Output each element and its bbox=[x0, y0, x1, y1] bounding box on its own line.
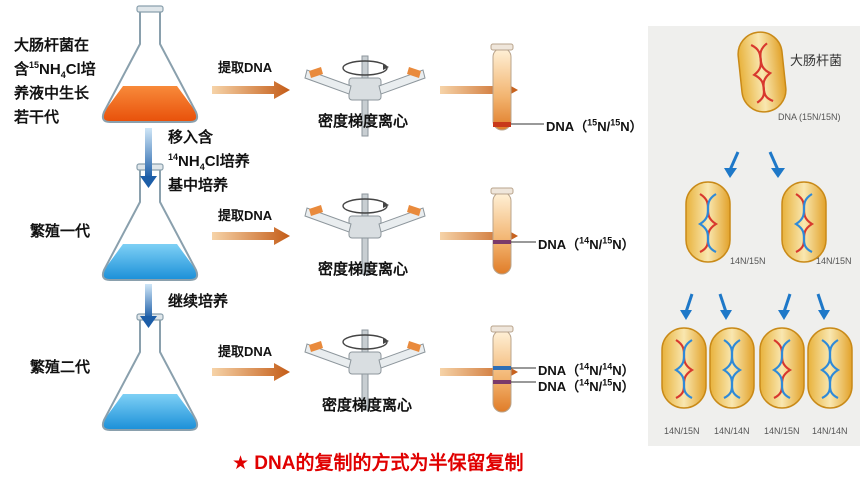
transfer2-note: 继续培养 bbox=[168, 293, 229, 310]
panel-cell-g2b bbox=[709, 327, 755, 409]
panel-g2-label-b: 14N/14N bbox=[714, 426, 750, 436]
panel-cell-g2a bbox=[661, 327, 707, 409]
centrifuge-label-2: 密度梯度离心 bbox=[318, 261, 409, 278]
panel-top-label: 大肠杆菌 bbox=[790, 53, 843, 68]
dna-band-row3b: DNA（14N/15N） bbox=[538, 377, 635, 394]
arrow-extract-1 bbox=[212, 81, 290, 99]
panel-cell-g1b bbox=[781, 181, 827, 263]
extract-label-3: 提取DNA bbox=[218, 344, 273, 359]
centrifuge-label-1: 密度梯度离心 bbox=[318, 113, 409, 130]
dna-band-row2: DNA（14N/15N） bbox=[538, 235, 635, 252]
panel-g1-label-a: 14N/15N bbox=[730, 256, 766, 266]
row1-line3: 养液中生长 bbox=[14, 85, 90, 102]
row1-description: 大肠杆菌在 含15NH4Cl培 养液中生长 若干代 bbox=[14, 34, 96, 130]
panel-arrow-2 bbox=[768, 151, 780, 171]
panel-cell-g2d bbox=[807, 327, 853, 409]
conclusion-title: ★ DNA的复制的方式为半保留复制 bbox=[232, 453, 524, 474]
panel-g2-label-a: 14N/15N bbox=[664, 426, 700, 436]
flask-gen2 bbox=[101, 313, 199, 431]
arrow-extract-2 bbox=[212, 227, 290, 245]
panel-g1-label-b: 14N/15N bbox=[816, 256, 852, 266]
row1-line1: 大肠杆菌在 bbox=[14, 37, 90, 54]
panel-cell-g2c bbox=[759, 327, 805, 409]
tube-1 bbox=[490, 43, 544, 131]
panel-g2-label-d: 14N/14N bbox=[812, 426, 848, 436]
dna-band-row1: DNA（15N/15N） bbox=[546, 117, 643, 134]
arrow-extract-3 bbox=[212, 363, 290, 381]
transfer1-note: 移入含 14NH4Cl培养 基中培养 bbox=[168, 126, 250, 198]
row1-line2: 含15NH4Cl培 bbox=[14, 60, 96, 80]
down-arrow-1 bbox=[140, 128, 157, 188]
transfer1-line2: 14NH4Cl培养 bbox=[168, 152, 250, 172]
panel-cell-g1a bbox=[685, 181, 731, 263]
flask-15n bbox=[101, 5, 199, 123]
tube-3 bbox=[490, 325, 536, 413]
flask-gen1 bbox=[101, 163, 199, 281]
row3-label: 繁殖二代 bbox=[30, 359, 91, 376]
row2-label: 繁殖一代 bbox=[30, 223, 91, 240]
panel-top-dna: DNA (15N/15N) bbox=[778, 112, 841, 122]
dna-band-row3a: DNA（14N/14N） bbox=[538, 361, 635, 378]
row1-line4: 若干代 bbox=[14, 109, 60, 126]
transfer1-line1: 移入含 bbox=[168, 129, 214, 146]
panel-g2-label-c: 14N/15N bbox=[764, 426, 800, 436]
centrifuge-label-3: 密度梯度离心 bbox=[322, 397, 413, 414]
tube-2 bbox=[490, 187, 536, 275]
extract-label-1: 提取DNA bbox=[218, 60, 273, 75]
extract-label-2: 提取DNA bbox=[218, 208, 273, 223]
panel-arrow-1 bbox=[728, 151, 740, 171]
transfer1-line3: 基中培养 bbox=[168, 177, 229, 194]
down-arrow-2 bbox=[140, 284, 157, 328]
